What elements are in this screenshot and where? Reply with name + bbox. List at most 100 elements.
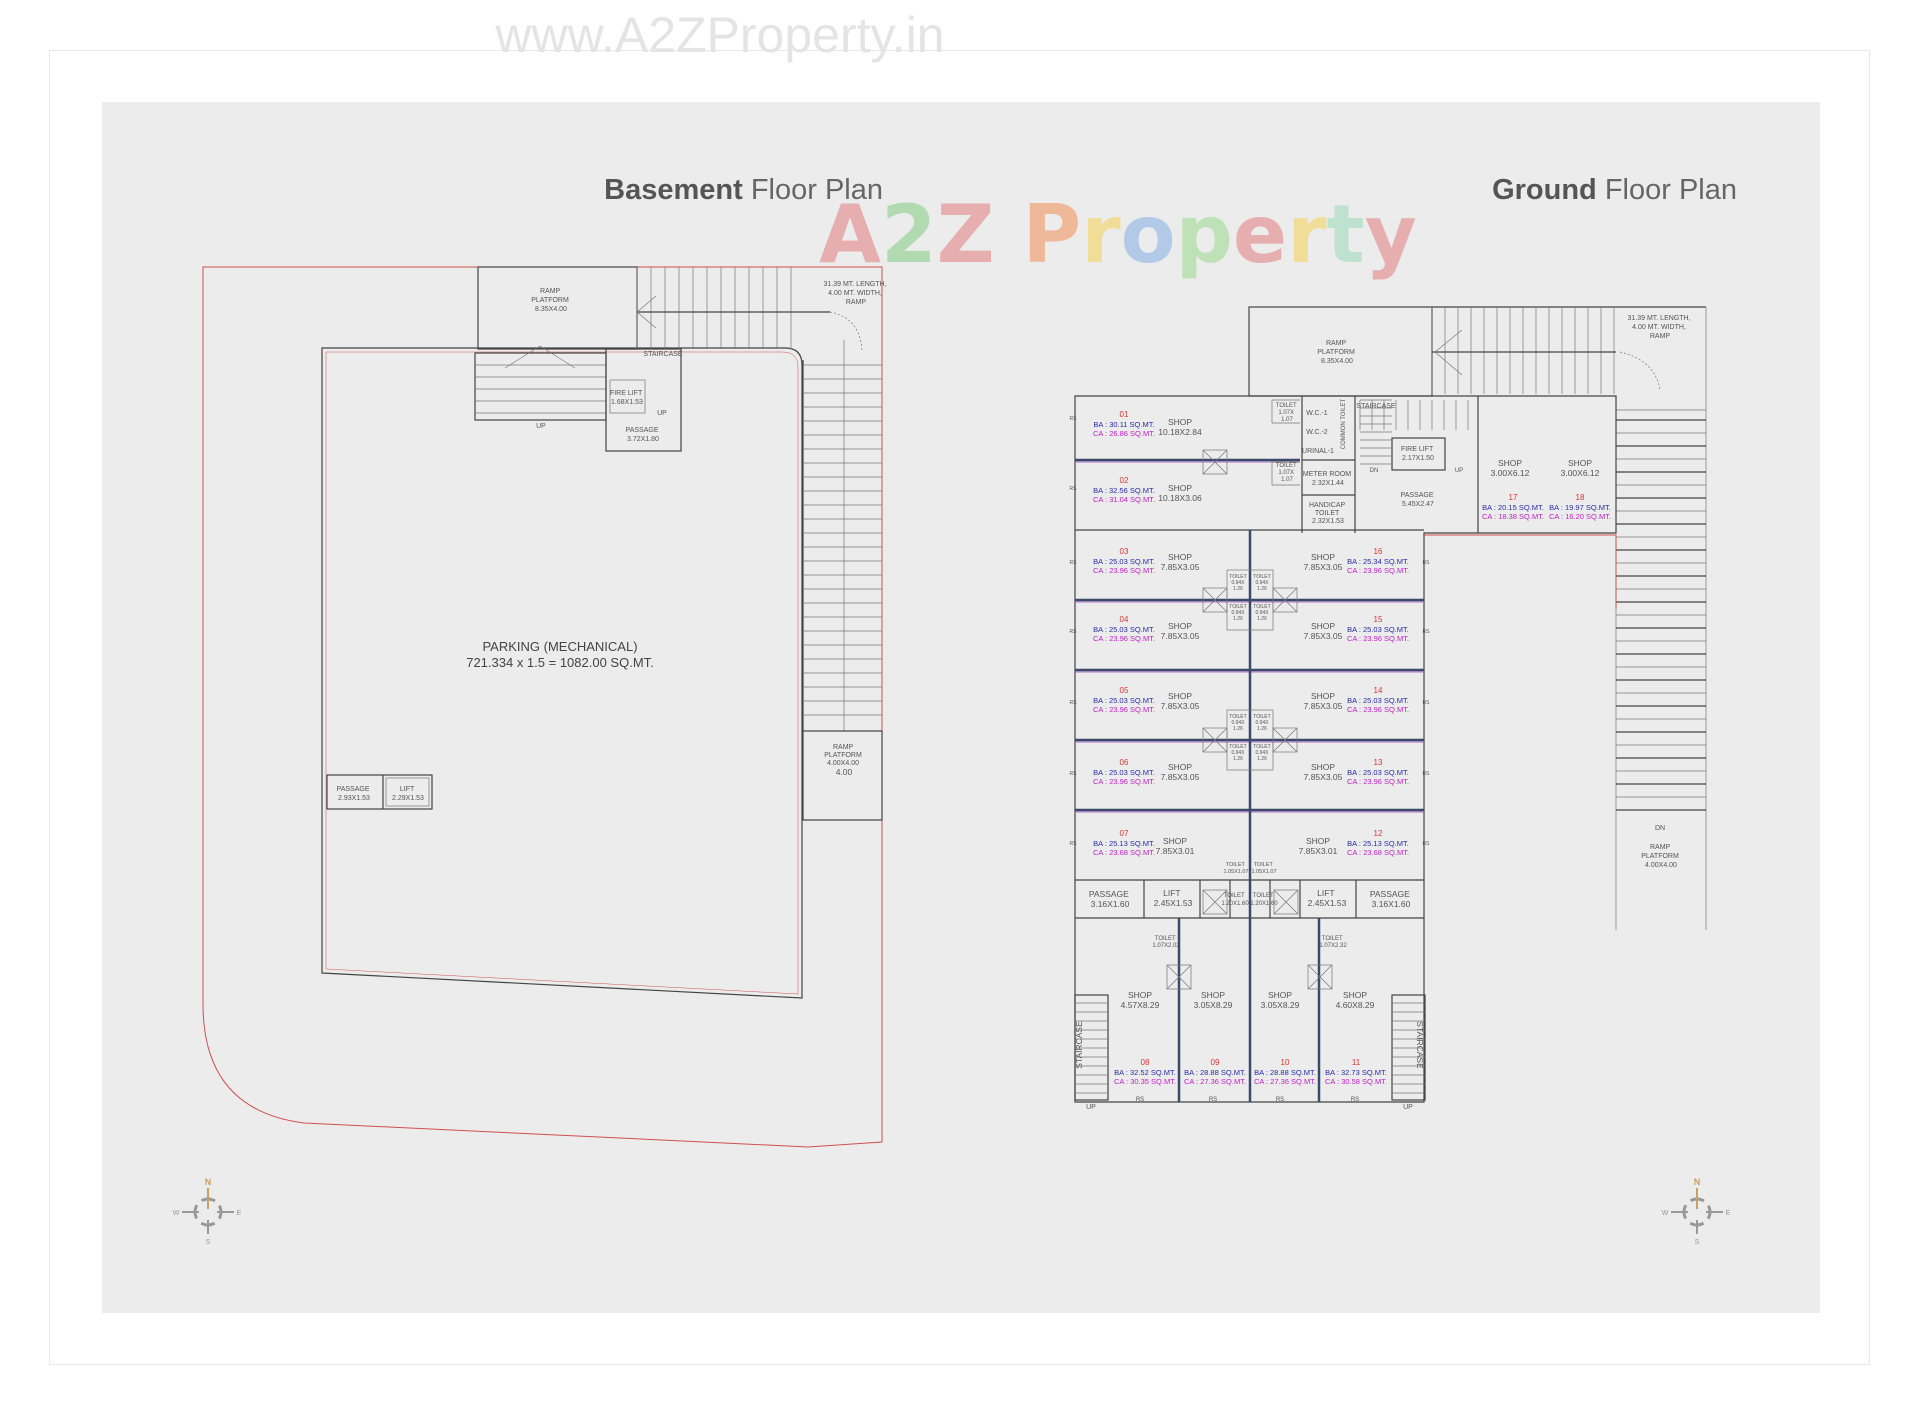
compass-s: S — [1695, 1239, 1700, 1246]
label-line: 31.39 MT. LENGTH, — [1628, 315, 1691, 322]
duct-shaft — [1202, 449, 1228, 475]
rs-label: RS — [1423, 629, 1431, 635]
rs-label: RS — [1136, 1097, 1144, 1103]
shop-number: 13 — [1374, 758, 1383, 767]
ground-title-bold: Ground — [1492, 174, 1597, 206]
basement-passage-lift — [326, 774, 433, 810]
ground-ramp-note: 31.39 MT. LENGTH, 4.00 MT. WIDTH, RAMP — [1628, 315, 1693, 340]
shop-type: SHOP — [1306, 836, 1330, 846]
label-line: 1.26 — [1257, 586, 1267, 592]
rs-label: RS — [1423, 771, 1431, 777]
compass-n: N — [205, 1177, 212, 1187]
carpet-area: CA : 23.96 SQ.MT. — [1093, 634, 1155, 643]
built-up-area: BA : 25.03 SQ.MT. — [1093, 768, 1155, 777]
shop-size: 10.18X3.06 — [1158, 493, 1202, 503]
carpet-area: CA : 23.96 SQ.MT. — [1347, 566, 1409, 575]
label-line: RAMP — [846, 299, 867, 306]
label-line: PASSAGE — [626, 427, 659, 434]
shop-number: 12 — [1374, 829, 1383, 838]
wc-1-label: W.C.-1 — [1306, 410, 1327, 417]
basement-step-lines — [475, 364, 606, 414]
watermark-url: www.A2ZProperty.in — [494, 7, 944, 63]
label-line: TOILET — [1229, 714, 1246, 720]
label-line: TOILET — [1254, 862, 1274, 868]
label-line: PLATFORM — [1317, 349, 1355, 356]
shop-number: 09 — [1211, 1058, 1220, 1067]
label-line: 0.94X — [1231, 720, 1245, 726]
rs-label: RS — [1070, 841, 1078, 847]
duct-shaft — [1307, 964, 1333, 990]
shop-number: 02 — [1120, 476, 1129, 485]
arrow-icon — [636, 295, 657, 329]
passage-label: PASSAGE 2.93X1.53 — [337, 786, 372, 802]
ramp-curve — [829, 311, 863, 351]
shop-size: 7.85X3.05 — [1161, 562, 1200, 572]
label-line: RAMP — [540, 288, 561, 295]
toilet-pair-label: TOILET 1.05X1.07 — [1251, 862, 1276, 875]
built-up-area: BA : 25.03 SQ.MT. — [1347, 768, 1409, 777]
toilet-cluster — [1226, 709, 1274, 771]
label-line: DN — [1655, 825, 1665, 832]
carpet-area: CA : 23.96 SQ.MT. — [1093, 566, 1155, 575]
shop-size: 7.85X3.05 — [1161, 701, 1200, 711]
duct-shaft — [1273, 889, 1299, 915]
label-line: TOILET — [1253, 604, 1270, 610]
label-line: 1.07X — [1278, 410, 1294, 416]
rs-label: RS — [1351, 1097, 1359, 1103]
carpet-area: CA : 27.36 SQ.MT. — [1184, 1077, 1246, 1086]
built-up-area: BA : 25.13 SQ.MT. — [1093, 839, 1155, 848]
ground-outer-walls — [1074, 395, 1617, 1103]
carpet-area: CA : 30.35 SQ.MT. — [1114, 1077, 1176, 1086]
toilet-small-label: TOILET 1.07X 1.07 — [1276, 463, 1298, 483]
urinal-label: URINAL-1 — [1302, 448, 1334, 455]
passage-left-label: PASSAGE 3.16X1.60 — [1089, 889, 1131, 909]
rs-label: RS — [1070, 700, 1078, 706]
built-up-area: BA : 28.88 SQ.MT. — [1184, 1068, 1246, 1077]
label-line: 2.93X1.53 — [338, 795, 370, 802]
label-line: TOILET — [1315, 510, 1340, 517]
a2z-property-logo: A2Z Property — [819, 188, 1417, 281]
shop-type: SHOP — [1311, 621, 1335, 631]
compass-e: E — [1726, 1210, 1731, 1217]
basement-title-bold: Basement — [604, 174, 743, 206]
label-line: 1.07X — [1278, 470, 1294, 476]
label-line: 0.94X — [1231, 750, 1245, 756]
shop-number: 03 — [1120, 547, 1129, 556]
built-up-area: BA : 20.15 SQ.MT. — [1482, 503, 1544, 512]
fire-lift-shaft — [1391, 437, 1446, 471]
label-line: 0.94X — [1255, 610, 1269, 616]
logo-letter: r — [1287, 188, 1327, 281]
wc-2-label: W.C.-2 — [1306, 429, 1327, 436]
built-up-area: BA : 32.73 SQ.MT. — [1325, 1068, 1387, 1077]
label-line: PASSAGE — [1089, 889, 1129, 899]
shop-size: 7.85X3.01 — [1299, 846, 1338, 856]
shop-size: 3.05X8.29 — [1261, 1000, 1300, 1010]
label-line: 1.26 — [1257, 726, 1267, 732]
up-label: UP — [657, 410, 667, 417]
logo-letter: A — [819, 188, 881, 281]
shop-size: 3.00X6.12 — [1561, 468, 1600, 478]
ground-title: Ground Floor Plan — [1492, 174, 1737, 206]
label-line: 4.00 — [836, 767, 853, 777]
ground-title-rest: Floor Plan — [1605, 174, 1737, 206]
steps-arrow-icon — [504, 345, 576, 369]
shop-type: SHOP — [1311, 552, 1335, 562]
logo-letter: Z — [937, 188, 995, 281]
label-line: 3.16X1.60 — [1091, 899, 1130, 909]
up-label: UP — [536, 423, 546, 430]
ramp-note: 31.39 MT. LENGTH, 4.00 MT. WIDTH, RAMP — [824, 281, 889, 306]
up-label: UP — [1086, 1104, 1096, 1111]
compass-w: W — [1662, 1210, 1669, 1217]
lift-label: LIFT 2.29X1.53 — [392, 786, 424, 802]
label-line: FIRE LIFT — [610, 390, 643, 397]
label-line: HANDICAP — [1309, 502, 1346, 509]
fire-lift-label: FIRE LIFT 2.17X1.50 — [1401, 446, 1435, 462]
label-line: 2.45X1.53 — [1308, 898, 1347, 908]
